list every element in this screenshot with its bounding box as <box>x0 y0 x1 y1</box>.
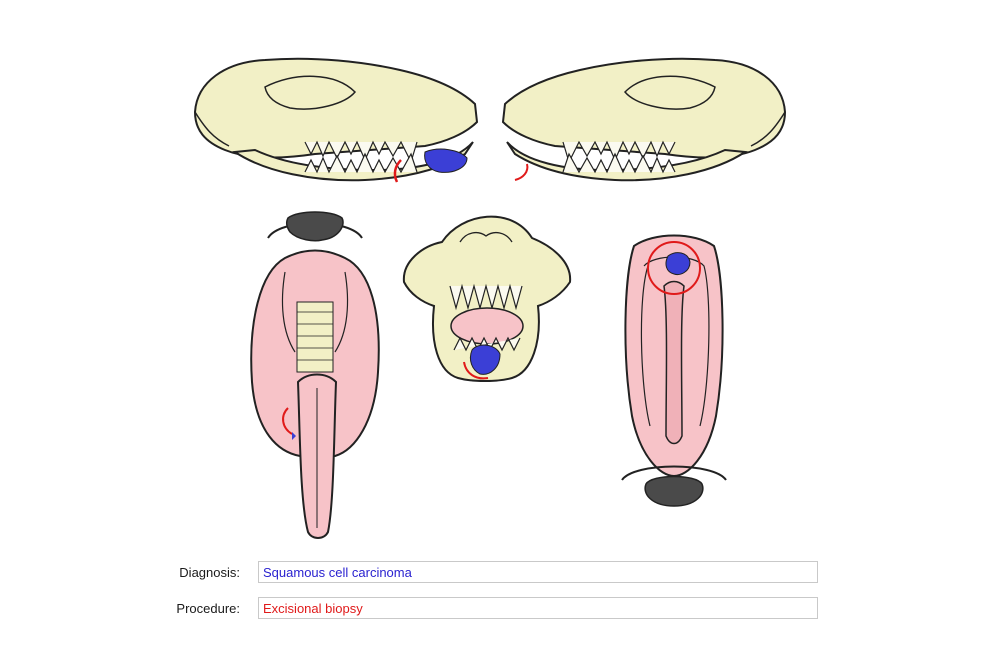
diagnosis-row: Diagnosis: Squamous cell carcinoma <box>0 561 1000 585</box>
oral-dorsal-view <box>621 234 727 507</box>
margin-ventral <box>282 407 293 435</box>
diagnosis-field[interactable]: Squamous cell carcinoma <box>258 561 818 583</box>
skull-lateral-right <box>502 57 786 182</box>
skull-lateral-left <box>194 57 478 183</box>
lesion-frontal <box>469 344 501 375</box>
skull-frontal-view <box>402 215 572 382</box>
margin-frontal <box>463 361 489 380</box>
lesion-ventral <box>292 432 296 440</box>
margin-dorsal <box>647 241 701 295</box>
procedure-value: Excisional biopsy <box>263 601 363 616</box>
diagnosis-label: Diagnosis: <box>179 565 240 580</box>
dental-chart-diagram <box>194 57 786 539</box>
nose-icon <box>285 211 344 242</box>
procedure-row: Procedure: Excisional biopsy <box>0 597 1000 621</box>
nose-icon <box>644 475 704 507</box>
margin-left-lateral <box>393 159 402 183</box>
lesion-dorsal <box>665 252 691 275</box>
procedure-field[interactable]: Excisional biopsy <box>258 597 818 619</box>
lesion-left-lateral <box>424 148 468 173</box>
oral-ventral-view <box>250 211 380 539</box>
procedure-label: Procedure: <box>176 601 240 616</box>
margin-right-lateral <box>514 163 529 181</box>
diagnosis-value: Squamous cell carcinoma <box>263 565 412 580</box>
